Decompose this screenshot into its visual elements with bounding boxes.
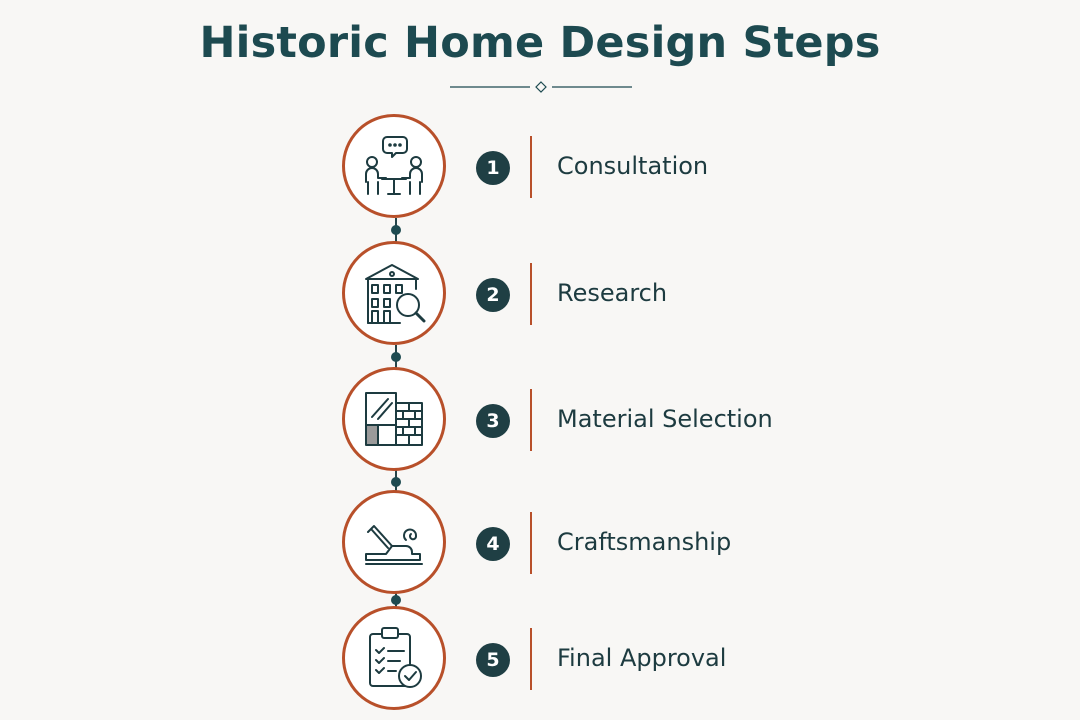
- step-divider: [530, 263, 532, 325]
- step-icon-circle: [342, 114, 446, 218]
- step-final-approval: 5 Final Approval: [0, 606, 1080, 716]
- step-divider: [530, 628, 532, 690]
- page-title: Historic Home Design Steps: [199, 18, 881, 68]
- step-divider: [530, 389, 532, 451]
- step-icon-circle: [342, 241, 446, 345]
- building-magnifier-icon: [365, 264, 426, 324]
- consultation-meeting-icon: [365, 136, 423, 195]
- materials-glass-brick-icon: [365, 392, 423, 446]
- step-number-badge: 3: [476, 404, 510, 438]
- step-research: 2 Research: [0, 241, 1080, 351]
- step-label: Craftsmanship: [557, 528, 732, 556]
- step-material-selection: 3 Material Selection: [0, 367, 1080, 477]
- step-label: Consultation: [557, 152, 709, 180]
- step-number-badge: 1: [476, 151, 510, 185]
- step-consultation: 1 Consultation: [0, 114, 1080, 224]
- step-icon-circle: [342, 606, 446, 710]
- step-number-badge: 2: [476, 278, 510, 312]
- step-divider: [530, 512, 532, 574]
- title-divider-ornament: [450, 81, 632, 93]
- timeline-dot: [391, 595, 401, 605]
- step-label: Research: [557, 279, 668, 307]
- step-craftsmanship: 4 Craftsmanship: [0, 490, 1080, 600]
- step-label: Material Selection: [557, 405, 773, 433]
- timeline-dot: [391, 225, 401, 235]
- clipboard-check-icon: [369, 627, 422, 688]
- hand-plane-icon: [365, 525, 423, 565]
- timeline-dot: [391, 352, 401, 362]
- step-label: Final Approval: [557, 644, 727, 672]
- step-divider: [530, 136, 532, 198]
- step-number-badge: 5: [476, 643, 510, 677]
- step-number-badge: 4: [476, 527, 510, 561]
- step-icon-circle: [342, 367, 446, 471]
- step-icon-circle: [342, 490, 446, 594]
- timeline-dot: [391, 477, 401, 487]
